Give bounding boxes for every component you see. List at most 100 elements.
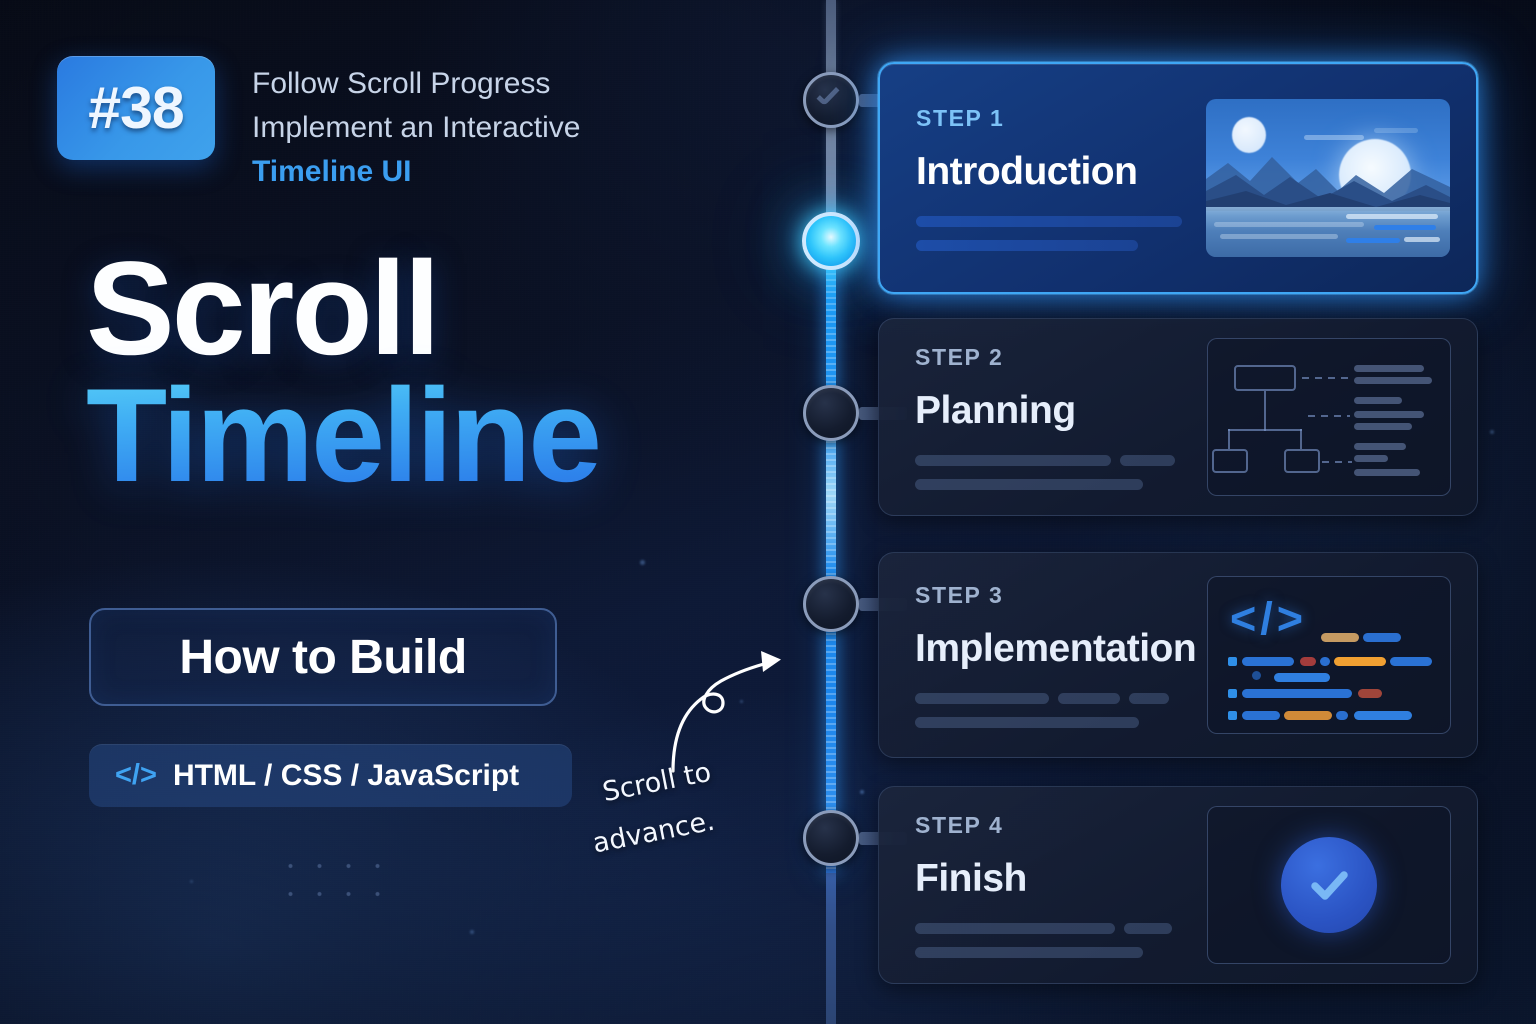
code-line-segment <box>1334 657 1386 666</box>
how-to-build-label: How to Build <box>179 630 467 684</box>
text-line <box>1354 423 1412 430</box>
node-step-2[interactable] <box>803 385 859 441</box>
checkmark-glyph <box>1311 871 1348 900</box>
step-card-3[interactable]: STEP 3 Implementation </> <box>878 552 1478 758</box>
water-light-streak <box>1220 234 1338 239</box>
code-line-segment <box>1354 711 1412 720</box>
header-subtitle-block: Follow Scroll Progress Implement an Inte… <box>252 56 581 194</box>
step-1-title: Introduction <box>916 150 1138 193</box>
handwritten-note: Scroll to advance. <box>590 755 772 870</box>
spark-dot <box>470 930 474 934</box>
title-line-timeline: Timeline <box>86 362 602 510</box>
code-line-segment <box>1320 657 1330 666</box>
step-2-title: Planning <box>915 389 1076 432</box>
text-line <box>1354 443 1406 450</box>
note-line-2: advance. <box>590 805 718 860</box>
step-card-2[interactable]: STEP 2 Planning <box>878 318 1478 516</box>
header-line-2: Implement an Interactive <box>252 111 581 144</box>
header-line-1: Follow Scroll Progress <box>252 67 551 100</box>
code-bullet <box>1252 671 1261 680</box>
water-light-streak <box>1374 225 1436 230</box>
tech-stack-label: HTML / CSS / JavaScript <box>172 758 520 792</box>
rail-segment-tail <box>826 873 836 1024</box>
code-bullet <box>1228 657 1237 666</box>
timeline-step-list: STEP 1 Introduction <box>878 0 1478 1024</box>
step-4-title: Finish <box>915 857 1027 900</box>
curly-arrow-icon <box>671 651 781 773</box>
water-light-streak <box>1404 237 1440 242</box>
cloud-streak <box>1374 128 1418 133</box>
flow-connector-vertical <box>1228 429 1230 449</box>
spark-dot <box>740 700 743 703</box>
flow-node-right <box>1284 449 1320 473</box>
step-3-title: Implementation <box>915 627 1197 670</box>
text-line <box>1354 377 1432 384</box>
text-line <box>1354 365 1424 372</box>
cloud-streak <box>1304 135 1364 140</box>
node-step-4[interactable] <box>803 810 859 866</box>
step-card-1[interactable]: STEP 1 Introduction <box>878 62 1478 294</box>
step-2-placeholder-bars <box>915 455 1207 490</box>
flow-connector-horizontal <box>1228 429 1302 431</box>
step-1-thumbnail-landscape <box>1206 99 1450 257</box>
dashed-connector <box>1322 461 1352 463</box>
water-light-streak <box>1214 222 1364 227</box>
header-row: #38 Follow Scroll Progress Implement an … <box>57 56 581 194</box>
how-to-build-badge: How to Build <box>89 608 557 706</box>
code-line-segment <box>1300 657 1316 666</box>
timeline-rail[interactable] <box>802 0 907 1024</box>
step-card-1-body: STEP 1 Introduction <box>916 105 1206 251</box>
code-line-segment <box>1363 633 1401 642</box>
step-2-label: STEP 2 <box>915 344 1004 370</box>
code-line-segment <box>1358 689 1382 698</box>
flow-node-left <box>1212 449 1248 473</box>
code-bullet <box>1228 711 1237 720</box>
spark-dot <box>1490 430 1494 434</box>
spark-dot <box>860 790 864 794</box>
scroll-progress-indicator[interactable] <box>802 212 860 270</box>
water-light-streak <box>1346 214 1438 219</box>
step-2-thumbnail-flowchart <box>1207 338 1451 496</box>
step-4-label: STEP 4 <box>915 812 1004 838</box>
header-line-3: Timeline UI <box>252 155 412 188</box>
code-line-segment <box>1242 657 1294 666</box>
small-moon-icon <box>1232 117 1266 153</box>
step-3-label: STEP 3 <box>915 582 1004 608</box>
code-line-segment <box>1242 711 1280 720</box>
note-line-1: Scroll to <box>600 756 714 809</box>
step-4-thumbnail-check <box>1207 806 1451 964</box>
dot-grid-decoration <box>276 852 386 898</box>
code-line-segment <box>1390 657 1432 666</box>
step-card-2-body: STEP 2 Planning <box>915 344 1207 490</box>
step-4-placeholder-bars <box>915 923 1207 958</box>
spark-dot <box>640 560 645 565</box>
water-light-streak <box>1346 238 1400 243</box>
page-title: Scroll Timeline <box>86 243 602 510</box>
left-promo-panel: #38 Follow Scroll Progress Implement an … <box>57 56 781 870</box>
code-line-segment <box>1274 673 1330 682</box>
code-brackets-icon: </> <box>1230 593 1308 644</box>
step-card-4-body: STEP 4 Finish <box>915 812 1207 958</box>
spark-dot <box>190 880 193 883</box>
code-line-segment <box>1284 711 1332 720</box>
episode-number: #38 <box>88 75 184 141</box>
text-line <box>1354 455 1388 462</box>
check-tick-icon <box>816 82 840 107</box>
step-3-placeholder-bars <box>915 693 1207 728</box>
text-line <box>1354 397 1402 404</box>
node-step-3[interactable] <box>803 576 859 632</box>
step-3-thumbnail-code: </> <box>1207 576 1451 734</box>
mountain-range <box>1206 157 1450 211</box>
code-line-segment <box>1336 711 1348 720</box>
flow-node-top <box>1234 365 1296 391</box>
tech-stack-pill: </> HTML / CSS / JavaScript <box>89 744 572 807</box>
node-step-1[interactable] <box>803 72 859 128</box>
step-1-label: STEP 1 <box>916 105 1005 131</box>
code-bullet <box>1228 689 1237 698</box>
code-line-segment <box>1321 633 1359 642</box>
flow-connector-vertical <box>1264 391 1266 431</box>
flow-connector-vertical <box>1300 429 1302 449</box>
step-card-4[interactable]: STEP 4 Finish <box>878 786 1478 984</box>
step-1-placeholder-bars <box>916 216 1206 251</box>
code-line-segment <box>1242 689 1352 698</box>
